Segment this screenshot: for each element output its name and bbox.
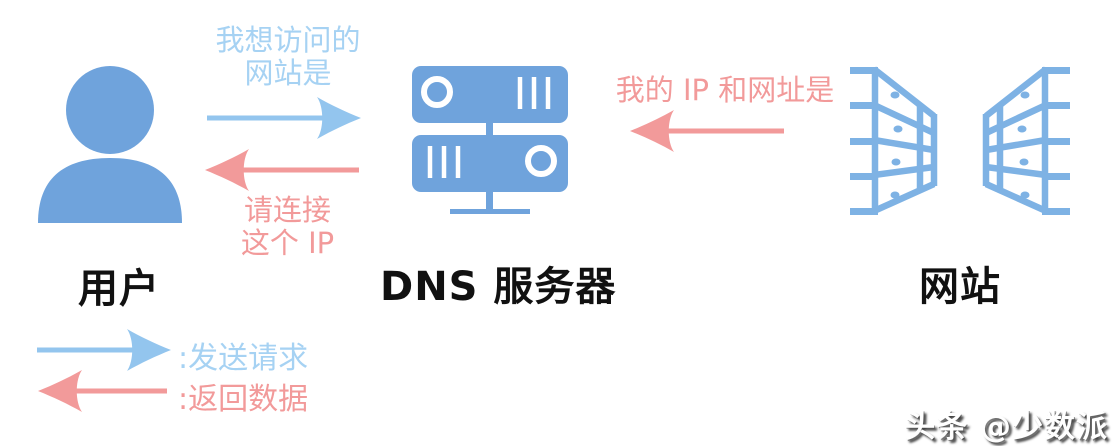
dns-label: DNS 服务器: [380, 264, 617, 310]
legend-send-label: :发送请求: [178, 341, 309, 376]
connect-ip-line1: 请连接: [243, 193, 331, 227]
request-site-line2: 网站是: [244, 56, 332, 90]
website-icon: [850, 66, 1070, 215]
request-site-line1: 我想访问的: [215, 23, 361, 57]
user-icon: [38, 66, 182, 223]
legend-send-arrow-right-icon: [37, 329, 171, 371]
dns-server-icon: [412, 66, 568, 214]
ip-and-url-text: 我的 IP 和网址是: [615, 73, 835, 107]
user-to-dns-arrow-right-icon: [207, 97, 361, 139]
website-right-tower: [982, 66, 1070, 215]
website-to-dns-arrow-left-icon: [630, 110, 784, 152]
legend-return-arrow-left-icon: [38, 370, 167, 412]
user-label: 用户: [78, 266, 160, 312]
dns-to-user-arrow-left-icon: [205, 149, 359, 191]
legend-return-label: :返回数据: [178, 382, 309, 417]
website-label: 网站: [919, 264, 1001, 310]
request-site-text: 我想访问的 网站是: [195, 24, 381, 90]
connect-ip-line2: 这个 IP: [240, 226, 335, 260]
website-left-tower: [850, 66, 938, 215]
watermark-text: 头条 @少数派: [904, 409, 1108, 445]
connect-ip-text: 请连接 这个 IP: [200, 194, 375, 260]
